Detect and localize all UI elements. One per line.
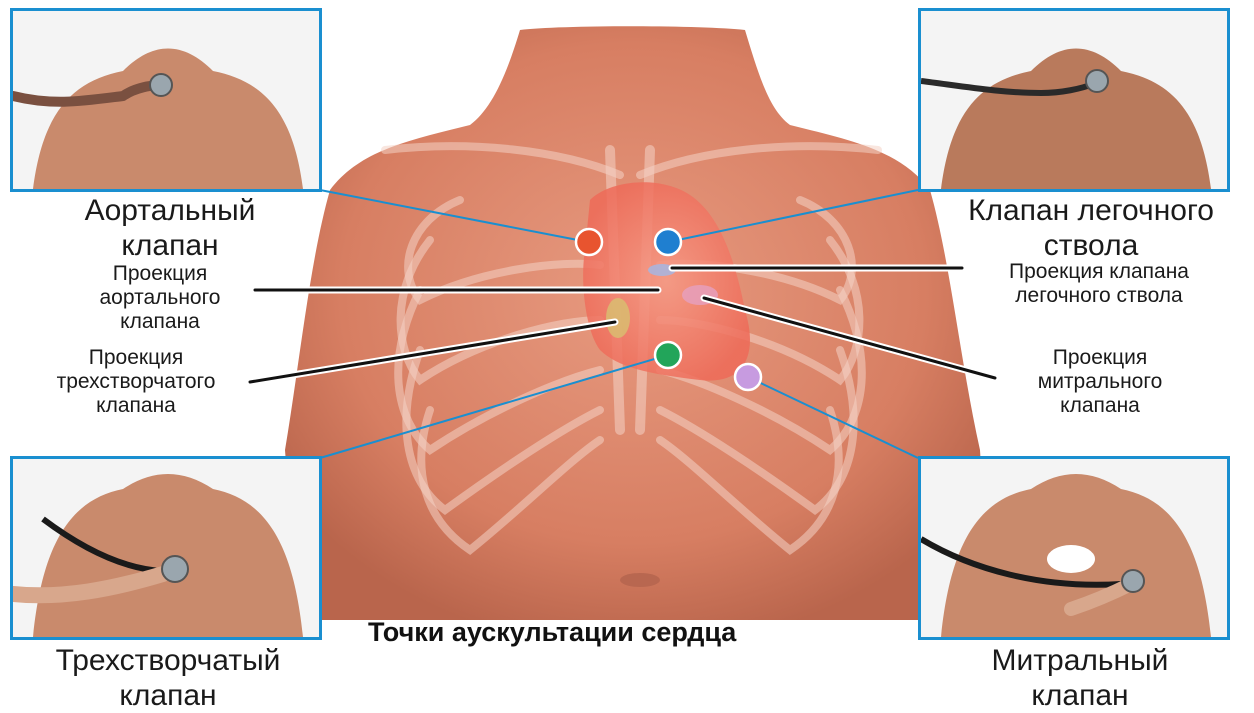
aortic-projection-label: Проекция аортального клапана: [60, 262, 260, 334]
mitral-valve-label-line2: клапан: [930, 679, 1230, 713]
mitral-valve-label-line1: Митральный: [930, 644, 1230, 679]
tricuspid-projection-line1: Проекция: [36, 346, 236, 370]
pulmonary-projection-label: Проекция клапана легочного ствола: [966, 260, 1232, 308]
aortic-projection-line3: клапана: [60, 310, 260, 334]
mitral-projection-label: Проекция митрального клапана: [1010, 346, 1190, 418]
aortic-point-dot: [576, 229, 602, 255]
diagram-title: Точки аускультации сердца: [368, 617, 898, 648]
tricuspid-point-dot: [655, 342, 681, 368]
aortic-valve-label: Аортальный клапан: [40, 194, 300, 263]
aortic-valve-label-line1: Аортальный: [40, 194, 300, 229]
mitral-valve-label: Митральный клапан: [930, 644, 1230, 713]
pulmonary-valve-label-line2: ствола: [936, 229, 1246, 264]
pulmonary-valve-label: Клапан легочного ствола: [936, 194, 1246, 263]
mitral-projection-line1: Проекция: [1010, 346, 1190, 370]
pulmonary-valve-label-line1: Клапан легочного: [936, 194, 1246, 229]
pulmonary-projection-line1: Проекция клапана: [966, 260, 1232, 284]
tricuspid-valve-label: Трехстворчатый клапан: [18, 644, 318, 713]
tricuspid-inset-photo: [10, 456, 322, 640]
aortic-valve-label-line2: клапан: [40, 229, 300, 264]
pulmonary-point-dot: [655, 229, 681, 255]
aortic-inset-photo: [10, 8, 322, 192]
tricuspid-projection-label: Проекция трехстворчатого клапана: [36, 346, 236, 418]
tricuspid-projection-line3: клапана: [36, 394, 236, 418]
mitral-projection-line2: митрального: [1010, 370, 1190, 394]
tricuspid-valve-label-line2: клапан: [18, 679, 318, 713]
mitral-projection-line3: клапана: [1010, 394, 1190, 418]
tricuspid-projection-line2: трехстворчатого: [36, 370, 236, 394]
pulmonary-inset-photo: [918, 8, 1230, 192]
tricuspid-projection-mark: [606, 298, 630, 338]
aortic-projection-line2: аортального: [60, 286, 260, 310]
pulmonary-projection-line2: легочного ствола: [966, 284, 1232, 308]
mitral-point-dot: [735, 364, 761, 390]
aortic-projection-line1: Проекция: [60, 262, 260, 286]
mitral-inset-photo: [918, 456, 1230, 640]
tricuspid-valve-label-line1: Трехстворчатый: [18, 644, 318, 679]
